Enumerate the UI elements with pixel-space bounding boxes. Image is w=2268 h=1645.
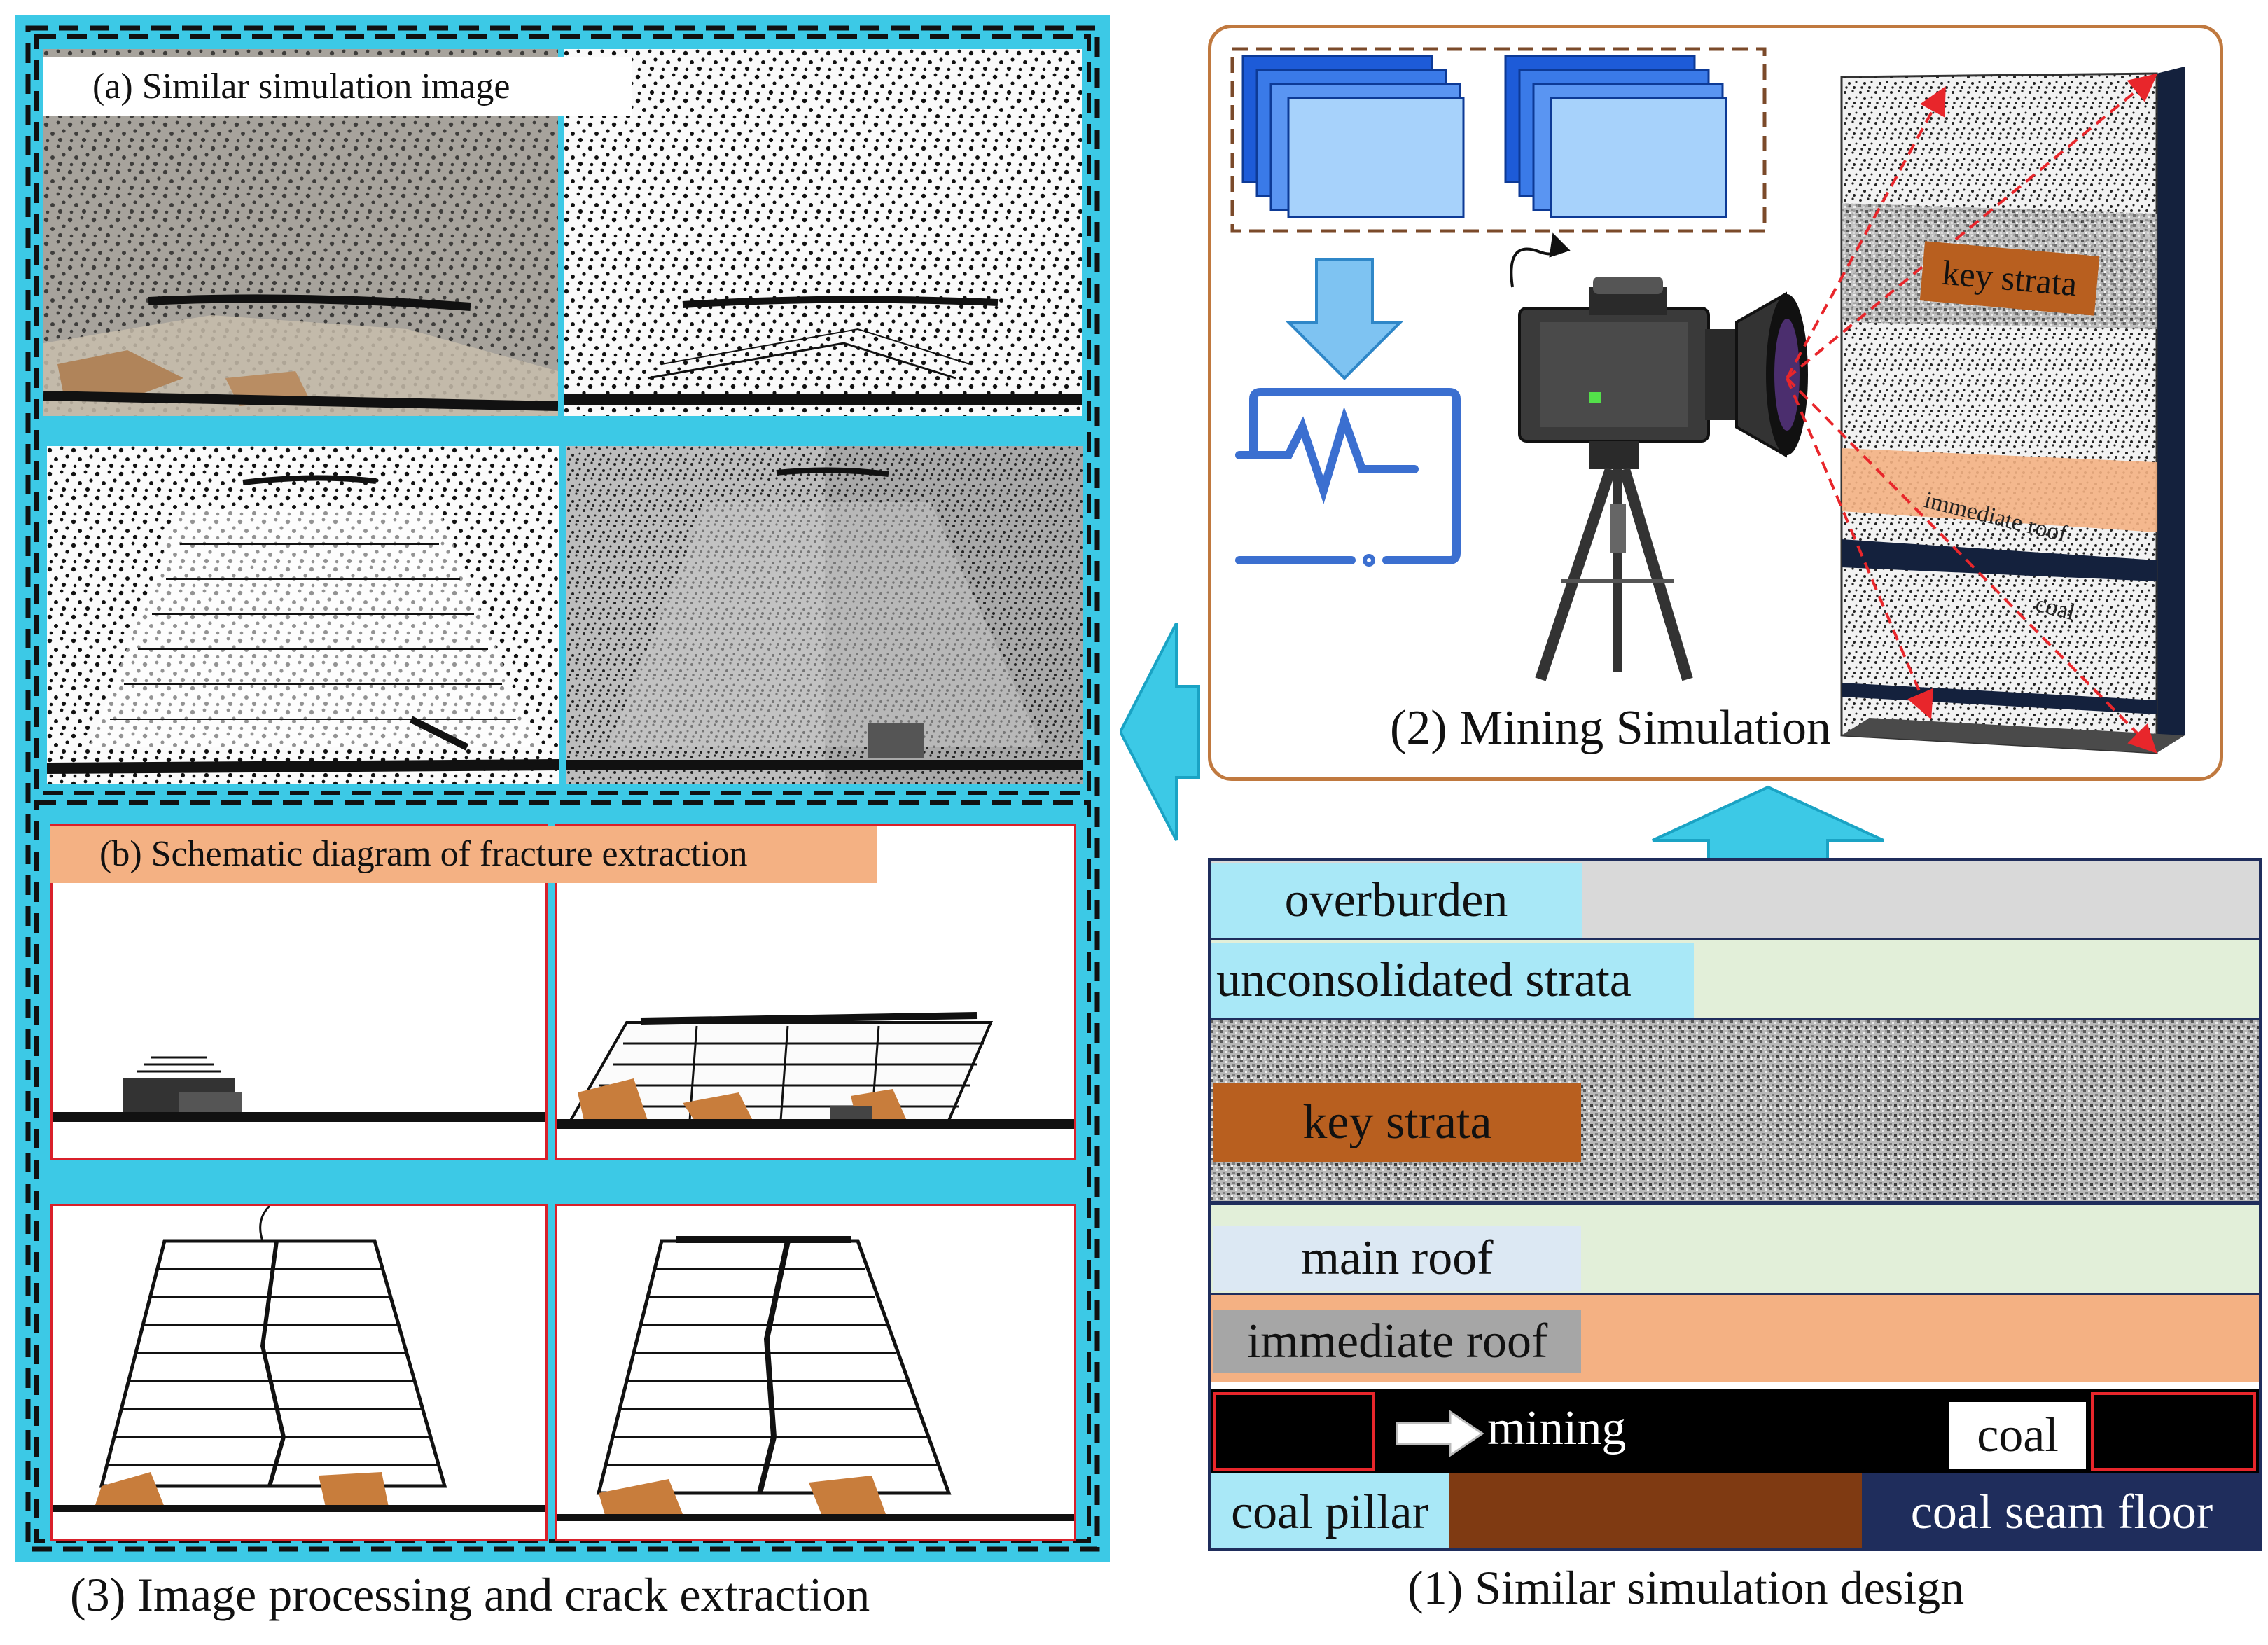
panel-a-title: (a) Similar simulation image (43, 57, 632, 116)
sim-image-4 (566, 446, 1083, 784)
label-key-strata: key strata (1213, 1083, 1581, 1162)
layer-overburden: overburden (1211, 861, 2259, 940)
video-camera-icon (1510, 232, 1808, 681)
label-overburden: overburden (1211, 863, 1582, 938)
panel-mining-simulation: key strata immediate roof coal (2) Minin… (1208, 25, 2223, 781)
fracture-image-4 (555, 1204, 1076, 1541)
label-mining: mining (1487, 1401, 1627, 1455)
panel-b-title: (b) Schematic diagram of fracture extrac… (50, 826, 877, 883)
fracture-image-3 (50, 1204, 548, 1541)
layer-immediate-roof: immediate roof (1211, 1295, 2259, 1382)
label-coal-pillar: coal pillar (1211, 1473, 1449, 1548)
flow-arrow-left (1120, 623, 1200, 841)
panel-image-processing: (a) Similar simulation image (15, 15, 1110, 1562)
mining-direction-arrow-icon (1396, 1410, 1484, 1457)
label-unconsolidated-strata: unconsolidated strata (1211, 943, 1694, 1018)
sim-image-2 (564, 49, 1082, 416)
caption-simulation-design: (1) Similar simulation design (1407, 1561, 1965, 1614)
down-arrow-icon (1285, 258, 1404, 380)
strata-wall (1840, 67, 2185, 754)
image-stack-2 (1504, 55, 1727, 218)
label-coal-seam-floor: coal seam floor (1862, 1473, 2259, 1548)
sim-image-3 (47, 446, 559, 784)
layer-floor: coal pillar coal seam floor (1211, 1473, 2259, 1548)
flow-arrow-up (1652, 785, 1884, 864)
caption-image-processing: (3) Image processing and crack extractio… (70, 1568, 870, 1621)
layer-unconsolidated-strata: unconsolidated strata (1211, 940, 2259, 1020)
label-coal: coal (1949, 1402, 2086, 1469)
coal-pillar-block-right (2091, 1392, 2256, 1471)
label-immediate-roof: immediate roof (1213, 1310, 1581, 1373)
caption-mining-simulation: (2) Mining Simulation (1390, 701, 1831, 755)
layer-coal-seam: mining coal (1211, 1389, 2259, 1473)
layer-main-roof: main roof (1211, 1203, 2259, 1295)
image-stack-1 (1241, 55, 1465, 218)
layer-key-strata: key strata (1211, 1020, 2259, 1203)
panel-simulation-design: overburden unconsolidated strata key str… (1208, 858, 2262, 1551)
camera-view-rays (1786, 73, 2158, 754)
coal-pillar-block-left (1213, 1392, 1375, 1471)
monitor-signal-icon (1235, 388, 1461, 567)
label-main-roof: main roof (1213, 1226, 1581, 1291)
